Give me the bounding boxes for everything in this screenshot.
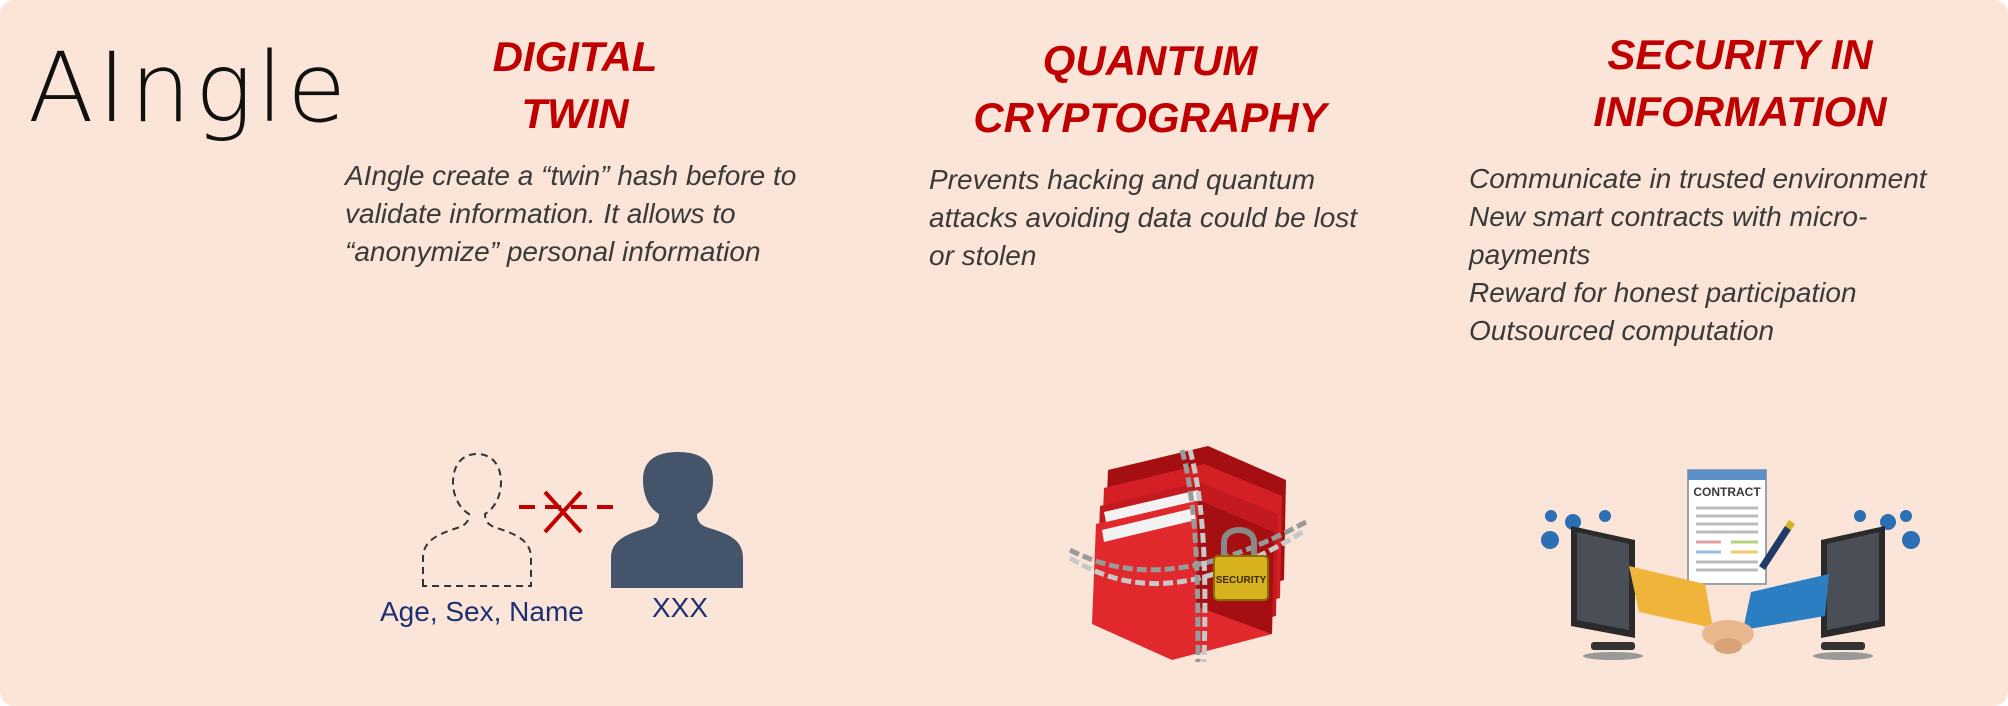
aingle-logo: AIngle: [28, 32, 351, 144]
description-line: Reward for honest participation: [1469, 277, 1857, 308]
description-line: New smart contracts with micro-: [1469, 201, 1868, 232]
digital-twin-description: AIngle create a “twin” hash before to va…: [345, 157, 796, 271]
handshake-icon: [1629, 566, 1829, 654]
gear-icon: [1541, 510, 1920, 549]
pen-icon: [1759, 520, 1795, 570]
padlock-icon: SECURITY: [1213, 527, 1269, 601]
security-in-information-heading: SECURITY IN INFORMATION: [1593, 31, 1887, 135]
solid-person-icon: [611, 452, 743, 588]
description-line: Communicate in trusted environment: [1469, 163, 1927, 194]
description-line: Outsourced computation: [1469, 315, 1775, 346]
contract-document-icon: CONTRACT: [1687, 469, 1767, 585]
padlock-label: SECURITY: [1216, 575, 1267, 586]
contract-title: CONTRACT: [1693, 485, 1761, 499]
dashed-person-icon: [422, 452, 532, 587]
description-line: Prevents hacking and quantum: [929, 164, 1316, 195]
quantum-cryptography-heading: QUANTUM CRYPTOGRAPHY: [973, 37, 1327, 141]
description-line: validate information. It allows to: [345, 198, 736, 229]
description-line: attacks avoiding data could be lost: [929, 202, 1358, 233]
anonymized-caption: XXX: [652, 592, 709, 623]
security-in-information-description: Communicate in trusted environment New s…: [1469, 160, 1927, 350]
description-line: or stolen: [929, 240, 1037, 271]
description-line: AIngle create a “twin” hash before to: [345, 160, 797, 191]
right-monitor-icon: [1813, 526, 1885, 660]
chain-icon: [1068, 449, 1308, 663]
description-line: “anonymize” personal information: [345, 236, 761, 267]
left-monitor-icon: [1571, 526, 1643, 660]
locked-folders-illustration: SECURITY: [1068, 446, 1308, 663]
digital-twin-heading: DIGITAL TWIN: [492, 33, 658, 137]
digital-twin-illustration: [422, 452, 743, 588]
quantum-cryptography-description: Prevents hacking and quantum attacks avo…: [929, 161, 1357, 275]
contract-handshake-illustration: CONTRACT: [1541, 469, 1920, 660]
broken-link-icon: [519, 490, 613, 534]
description-line: payments: [1469, 239, 1591, 270]
personal-data-caption: Age, Sex, Name: [380, 596, 584, 627]
